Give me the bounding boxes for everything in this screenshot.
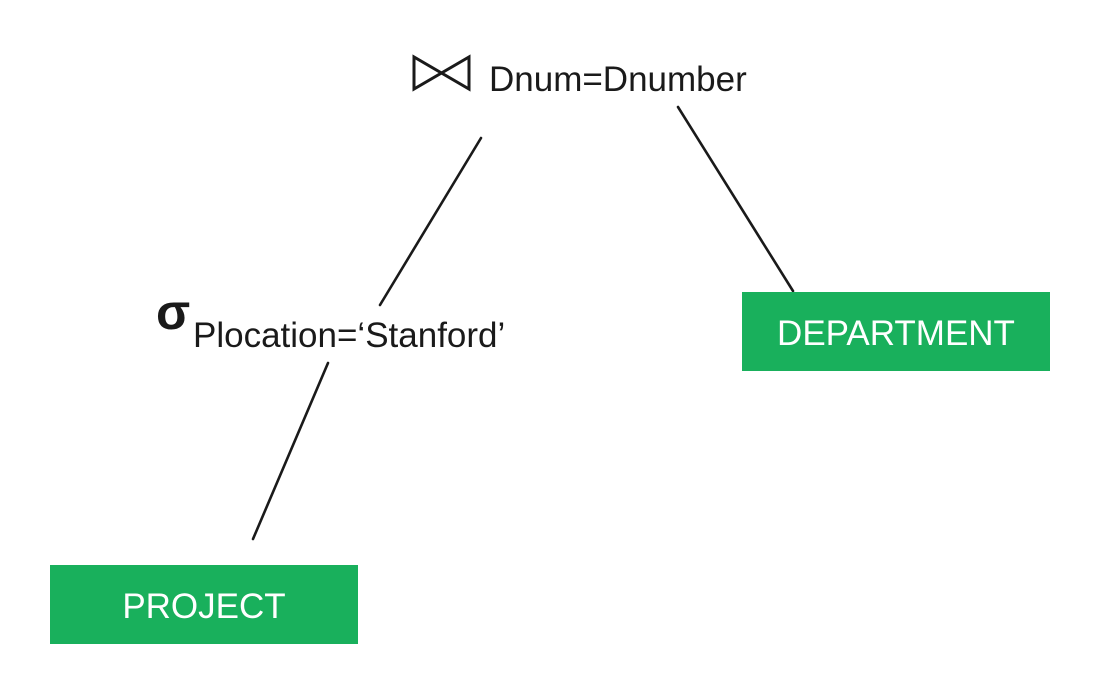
join-node: Dnum=Dnumber xyxy=(412,54,747,99)
project-label: PROJECT xyxy=(122,587,285,626)
edge-join-to-department xyxy=(676,105,795,293)
join-condition: Dnum=Dnumber xyxy=(489,60,747,99)
join-bowtie-icon xyxy=(412,54,471,92)
edge-select-to-project xyxy=(251,361,330,541)
edge-join-to-select xyxy=(378,136,483,307)
project-box xyxy=(50,565,358,644)
select-condition: Plocation=‘Stanford’ xyxy=(193,316,505,355)
department-box xyxy=(742,292,1050,371)
relation-project: PROJECT xyxy=(50,565,358,644)
select-node: σ Plocation=‘Stanford’ xyxy=(156,284,505,355)
select-sigma-symbol: σ xyxy=(156,284,190,340)
department-label: DEPARTMENT xyxy=(777,314,1015,353)
relation-department: DEPARTMENT xyxy=(742,292,1050,371)
